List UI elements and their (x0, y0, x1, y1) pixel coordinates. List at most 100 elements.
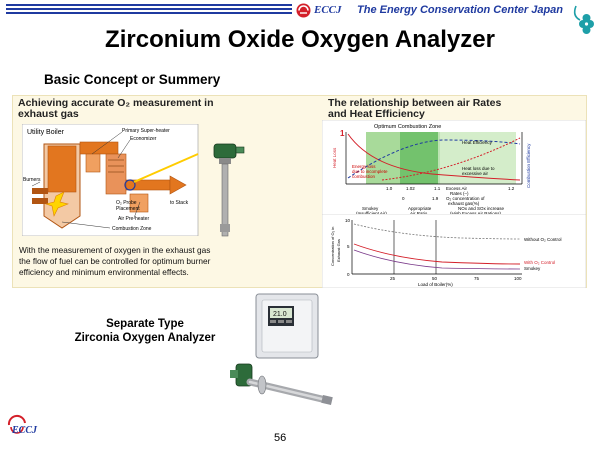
product-title-line1: Separate Type (106, 318, 184, 330)
label-heat-loss-1: Heat loss due to (462, 166, 495, 171)
combustion-chamber (47, 145, 77, 193)
header-org-name: The Energy Conservation Center Japan (357, 4, 563, 16)
page-title: Zirconium Oxide Oxygen Analyzer (105, 26, 495, 53)
y-label-2: Exhaust Gas (336, 239, 341, 262)
y-tick-10: 10 (345, 218, 351, 223)
probe-tube (221, 163, 229, 237)
product-title-line2: Zirconia Oxygen Analyzer (74, 332, 216, 344)
x-tick-75: 75 (474, 276, 480, 281)
label-combustion-efficiency: Combustion Efficiency (526, 143, 531, 188)
o2-probe-illustration (213, 143, 245, 237)
caption-line3: efficiency and minimum environmental eff… (19, 267, 189, 277)
right-heading-line2: and Heat Efficiency (328, 108, 425, 120)
smokey-curve (353, 249, 521, 270)
to-stack-arrow-icon (169, 175, 187, 195)
left-heading-line1: Achieving accurate O₂ measurement in (18, 97, 214, 109)
superheater-box (85, 153, 101, 173)
flame-icon (44, 191, 69, 217)
probe-connector (235, 146, 245, 154)
tick-0: 0 (402, 196, 405, 201)
probe-head (213, 143, 237, 159)
eccj-logo-icon (296, 3, 311, 18)
caption-line2: the flow of fuel can be controlled for o… (19, 256, 211, 266)
right-heading: The relationship between air Rates and H… (328, 98, 588, 120)
label-energy-loss-3: combustion (352, 174, 376, 179)
label-to-stack: to Stack (170, 200, 189, 206)
label-smokey-2: (Insufficient Air) (356, 211, 387, 216)
label-excess-air: Excess Air (446, 186, 468, 191)
display-value: 21.0 (273, 311, 287, 318)
label-excess-air-ratio: Rates (–) (450, 191, 469, 196)
probe-tip (220, 224, 230, 232)
air-preheater-box (129, 193, 149, 213)
burner-2 (32, 198, 48, 204)
tick-1-2: 1.2 (508, 186, 515, 191)
label-smokey: Smokey (524, 266, 541, 271)
label-primary-superheater: Primary Super-heater (122, 128, 170, 134)
page-number: 56 (274, 432, 287, 444)
analyzer-product-image: 21.0 (230, 293, 333, 406)
y-tick-0: 0 (347, 272, 350, 277)
label-combustion-zone: Combustion Zone (112, 226, 152, 232)
eccj-footer-logo-icon (7, 414, 26, 434)
label-placement: Placement (116, 206, 140, 212)
burner-1 (32, 188, 48, 194)
excess-air-loss-curve (381, 137, 521, 181)
label-heat-loss: Heat Loss (332, 147, 337, 168)
without-control-curve (353, 223, 521, 240)
left-caption: With the measurement of oxygen in the ex… (19, 245, 309, 278)
tick-1-9: 1.9 (432, 196, 439, 201)
label-economizer: Economizer (130, 136, 157, 142)
y-label-1: Concentration of O₂ in (330, 227, 335, 266)
right-heading-line1: The relationship between air Rates (328, 97, 502, 109)
label-energy-loss-2: due to incomplete (352, 169, 388, 174)
with-control-curve (353, 243, 521, 265)
tick-1-0: 1.0 (386, 186, 393, 191)
caption-line1: With the measurement of oxygen in the ex… (19, 245, 211, 255)
heat-efficiency-curve (347, 139, 521, 179)
economizer-box (105, 153, 127, 195)
top-duct (79, 141, 119, 155)
label-heat-loss-2: excessive air (462, 171, 489, 176)
probe-callout-line (133, 153, 199, 183)
x-axis-label: Load of Boiler(%) (418, 282, 453, 287)
energy-loss-curve (347, 133, 521, 181)
label-nox-2: (High Excess Air Rations) (450, 211, 502, 216)
detector-flange (257, 375, 267, 395)
label-smokey-1: Smokey (362, 206, 379, 211)
marker-one: 1 (340, 129, 345, 138)
section-subtitle: Basic Concept or Summery (44, 72, 221, 87)
probe-flange (219, 158, 231, 164)
header-org-short: ECCJ (314, 4, 342, 16)
label-o2-conc-1: O₂ concentration of (446, 196, 485, 201)
label-o2-conc-2: exhaust gas(%) (448, 201, 480, 206)
label-burners: Burners (23, 177, 41, 183)
clover-logo-icon (573, 5, 594, 34)
label-heat-efficiency: Heat Efficiency (462, 140, 493, 145)
optimum-zone-core (400, 132, 440, 184)
label-with-control: With O₂ Control (524, 260, 555, 265)
label-utility-boiler: Utility Boiler (27, 129, 65, 136)
left-heading: Achieving accurate O₂ measurement in exh… (18, 98, 278, 120)
combustion-zone-chart: Optimum Combustion Zone 1 Heat Loss Comb… (322, 120, 586, 218)
label-without-control: Without O₂ Control (524, 237, 562, 242)
label-energy-loss-1: Energy loss (352, 164, 376, 169)
x-tick-25: 25 (390, 276, 396, 281)
label-o2-probe: O₂ Probe (116, 200, 137, 206)
o2-concentration-chart: Concentration of O₂ in Exhaust Gas 10 5 … (322, 214, 586, 288)
label-air-preheater: Air Pre-heater (118, 216, 149, 222)
x-tick-100: 100 (514, 276, 522, 281)
flue-duct (125, 179, 171, 191)
x-tick-50: 50 (432, 276, 438, 281)
header-rule (6, 4, 292, 18)
probe-placement-ring (124, 179, 136, 191)
label-optimum-zone: Optimum Combustion Zone (374, 124, 441, 130)
tick-1-02: 1.02 (406, 186, 415, 191)
label-appropriate-1: Appropriate (408, 206, 432, 211)
y-tick-5: 5 (347, 244, 350, 249)
label-nox-1: NOx and SOx increase (458, 206, 505, 211)
tick-1-1: 1.1 (434, 186, 441, 191)
label-appropriate-2: Air Ratio (410, 211, 428, 216)
boiler-diagram: Utility Boiler Primary Super-heater Econ… (22, 124, 199, 236)
detector-tip (321, 394, 333, 406)
